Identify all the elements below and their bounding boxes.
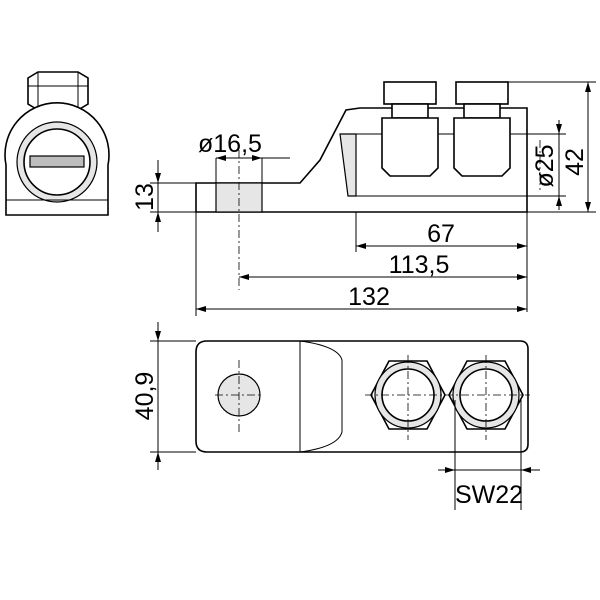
centerlines (215, 140, 541, 440)
end-view-screw-slot (29, 155, 85, 168)
dimension-total-height: 42 (561, 148, 589, 176)
end-view (4, 71, 110, 216)
dimension-screw-span: 67 (427, 220, 455, 248)
top-view-outline (195, 340, 529, 453)
dimension-hole-diameter: ø16,5 (198, 130, 262, 158)
dimension-wrench-size: SW22 (455, 481, 523, 509)
side-view-screw-2 (453, 81, 511, 177)
dimension-hole-to-end: 113,5 (389, 251, 450, 279)
top-view (195, 340, 529, 453)
dimension-pin-height: 13 (131, 183, 159, 211)
dimension-body-diameter: ø25 (531, 144, 559, 187)
dimension-total-length: 132 (348, 283, 390, 311)
side-view (195, 81, 528, 213)
dimension-lines (150, 81, 596, 510)
dimension-width: 40,9 (131, 372, 159, 421)
end-view-hex-nut (27, 71, 89, 111)
side-view-screw-1 (381, 81, 439, 177)
side-view-cone (339, 133, 357, 197)
